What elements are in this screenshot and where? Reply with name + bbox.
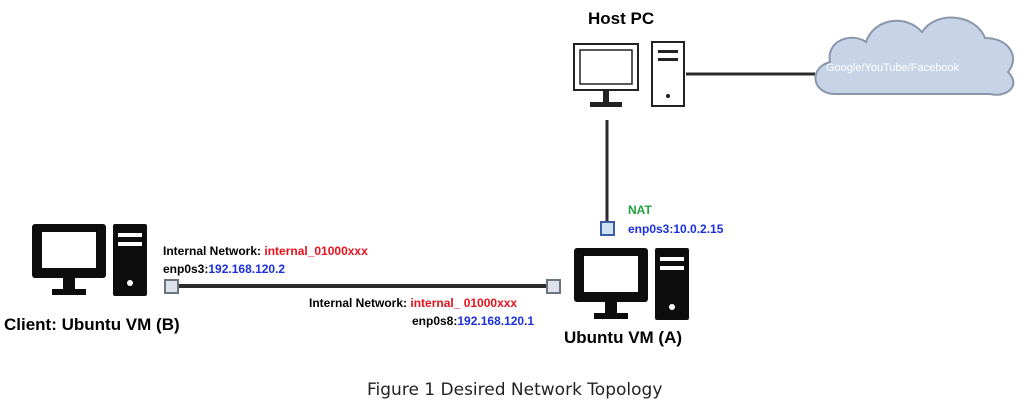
nat-iface-label: enp0s3:10.0.2.15 <box>628 222 724 236</box>
client-network-prefix: Internal Network: <box>163 244 265 258</box>
internet-cloud-icon <box>814 16 1015 96</box>
client-vm-icon <box>32 224 147 296</box>
nat-port <box>600 221 615 236</box>
client-vm-title: Client: Ubuntu VM (B) <box>4 315 180 334</box>
cloud-label: Google/YouTube/Facebook <box>826 62 960 74</box>
client-port <box>164 279 179 294</box>
vm-a-ip: 192.168.120.1 <box>457 314 535 328</box>
client-iface-label: enp0s3:192.168.120.2 <box>163 262 285 276</box>
vm-a-iface-label: enp0s8:192.168.120.1 <box>412 314 534 328</box>
host-pc-icon <box>573 41 685 107</box>
client-ip: 192.168.120.2 <box>208 262 286 276</box>
vm-a-network-label: Internal Network: internal_ 01000xxx <box>309 296 517 310</box>
vm-a-network-prefix: Internal Network: <box>309 296 411 310</box>
vm-a-internal-port <box>546 279 561 294</box>
nat-label: NAT <box>628 203 652 217</box>
vm-a-iface-prefix: enp0s8: <box>412 314 458 328</box>
figure-caption: Figure 1 Desired Network Topology <box>367 380 663 400</box>
vm-a-network-name: internal_ 01000xxx <box>410 296 518 310</box>
client-network-name: internal_01000xxx <box>264 244 368 258</box>
ubuntu-vm-a-title: Ubuntu VM (A) <box>564 328 683 347</box>
client-iface-prefix: enp0s3: <box>163 262 209 276</box>
host-pc-title: Host PC <box>588 9 655 28</box>
ubuntu-vm-a-icon <box>574 248 689 320</box>
client-network-label: Internal Network: internal_01000xxx <box>163 244 368 258</box>
